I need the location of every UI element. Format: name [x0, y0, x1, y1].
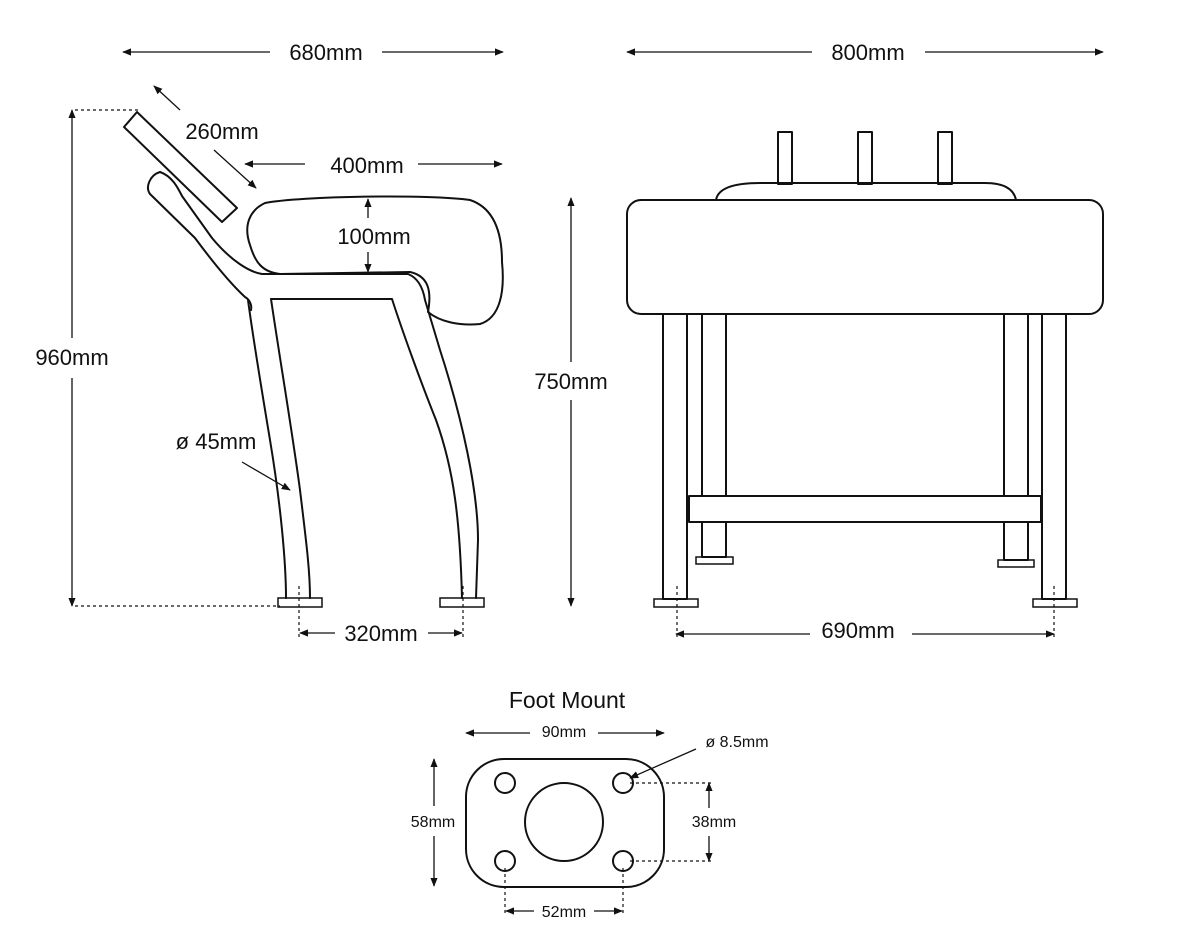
- side-rear-leg-inner: [270, 298, 311, 599]
- front-foot-inner-left: [695, 556, 734, 565]
- front-foot-outer-right: [1032, 598, 1078, 608]
- side-front-foot: [439, 597, 485, 608]
- side-view: 680mm 260mm 400mm 100mm 960mm ø 45mm 320…: [35, 40, 504, 646]
- side-width-label: 680mm: [289, 40, 362, 65]
- foot-mount-hole-top-left: [494, 772, 516, 794]
- front-foot-spacing-label: 690mm: [821, 618, 894, 643]
- side-cushion-label: 100mm: [337, 224, 410, 249]
- foot-mount-hole-vertical-label: 38mm: [692, 814, 736, 831]
- side-frame-inner: [270, 298, 463, 599]
- front-back-post-left: [777, 131, 793, 185]
- front-foot-outer-left: [653, 598, 699, 608]
- side-foot-spacing-label: 320mm: [344, 621, 417, 646]
- side-height-label: 960mm: [35, 345, 108, 370]
- foot-mount-height-label: 58mm: [411, 814, 455, 831]
- front-height-label: 750mm: [534, 369, 607, 394]
- foot-mount-center-hole: [524, 782, 604, 862]
- side-tube-label: ø 45mm: [176, 429, 257, 454]
- foot-mount-hole-label: ø 8.5mm: [705, 734, 768, 751]
- front-back-cushion: [715, 182, 1017, 201]
- side-backrest-pad: [123, 111, 238, 223]
- front-back-post-right: [937, 131, 953, 185]
- front-width-label: 800mm: [831, 40, 904, 65]
- front-foot-inner-right: [997, 559, 1035, 568]
- foot-mount-hole-horizontal-label: 52mm: [542, 904, 586, 921]
- foot-mount-plate: [465, 758, 665, 888]
- front-leg-inner-right: [1003, 313, 1029, 561]
- front-leg-outer-left: [662, 313, 688, 600]
- side-handle-tube-inner: [159, 171, 263, 275]
- side-handle-tube: [147, 171, 253, 311]
- side-seat-depth-label: 400mm: [330, 153, 403, 178]
- front-crossbar: [688, 495, 1042, 523]
- front-leg-outer-right: [1041, 313, 1067, 600]
- side-rear-leg-outer: [247, 299, 287, 599]
- foot-mount-title: Foot Mount: [509, 687, 626, 713]
- foot-mount: Foot Mount 90mm ø 8.5mm 58mm 38mm 52mm: [411, 687, 769, 921]
- front-view: 800mm 750mm 690mm: [534, 40, 1104, 643]
- side-rear-foot: [277, 597, 323, 608]
- side-frame-outer: [261, 273, 479, 599]
- front-seat-cushion: [626, 199, 1104, 315]
- side-backrest-label: 260mm: [185, 119, 258, 144]
- side-seat-cushion: [246, 195, 504, 326]
- foot-mount-width-label: 90mm: [542, 724, 586, 741]
- front-back-post-middle: [857, 131, 873, 185]
